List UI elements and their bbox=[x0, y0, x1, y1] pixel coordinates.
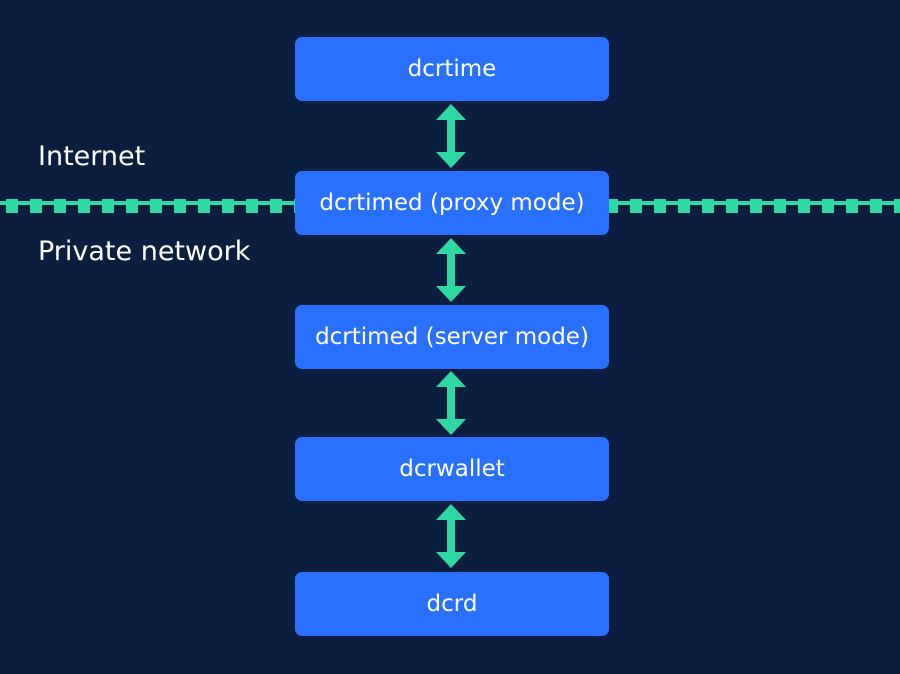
node-dcrtimed-proxy: dcrtimed (proxy mode) bbox=[295, 171, 609, 235]
node-label: dcrtimed (server mode) bbox=[315, 324, 589, 350]
node-label: dcrtime bbox=[407, 56, 497, 82]
bidirectional-arrow-icon bbox=[436, 371, 466, 435]
bidirectional-arrow-icon bbox=[436, 104, 466, 168]
node-dcrwallet: dcrwallet bbox=[295, 437, 609, 501]
node-dcrtime: dcrtime bbox=[295, 37, 609, 101]
node-dcrtimed-server: dcrtimed (server mode) bbox=[295, 305, 609, 369]
zone-label-internet: Internet bbox=[38, 141, 146, 172]
bidirectional-arrow-icon bbox=[436, 238, 466, 302]
zone-label-private-network: Private network bbox=[38, 236, 251, 267]
node-label: dcrtimed (proxy mode) bbox=[319, 190, 585, 216]
node-dcrd: dcrd bbox=[295, 572, 609, 636]
bidirectional-arrow-icon bbox=[436, 504, 466, 568]
node-label: dcrd bbox=[426, 591, 478, 617]
node-label: dcrwallet bbox=[399, 456, 505, 482]
